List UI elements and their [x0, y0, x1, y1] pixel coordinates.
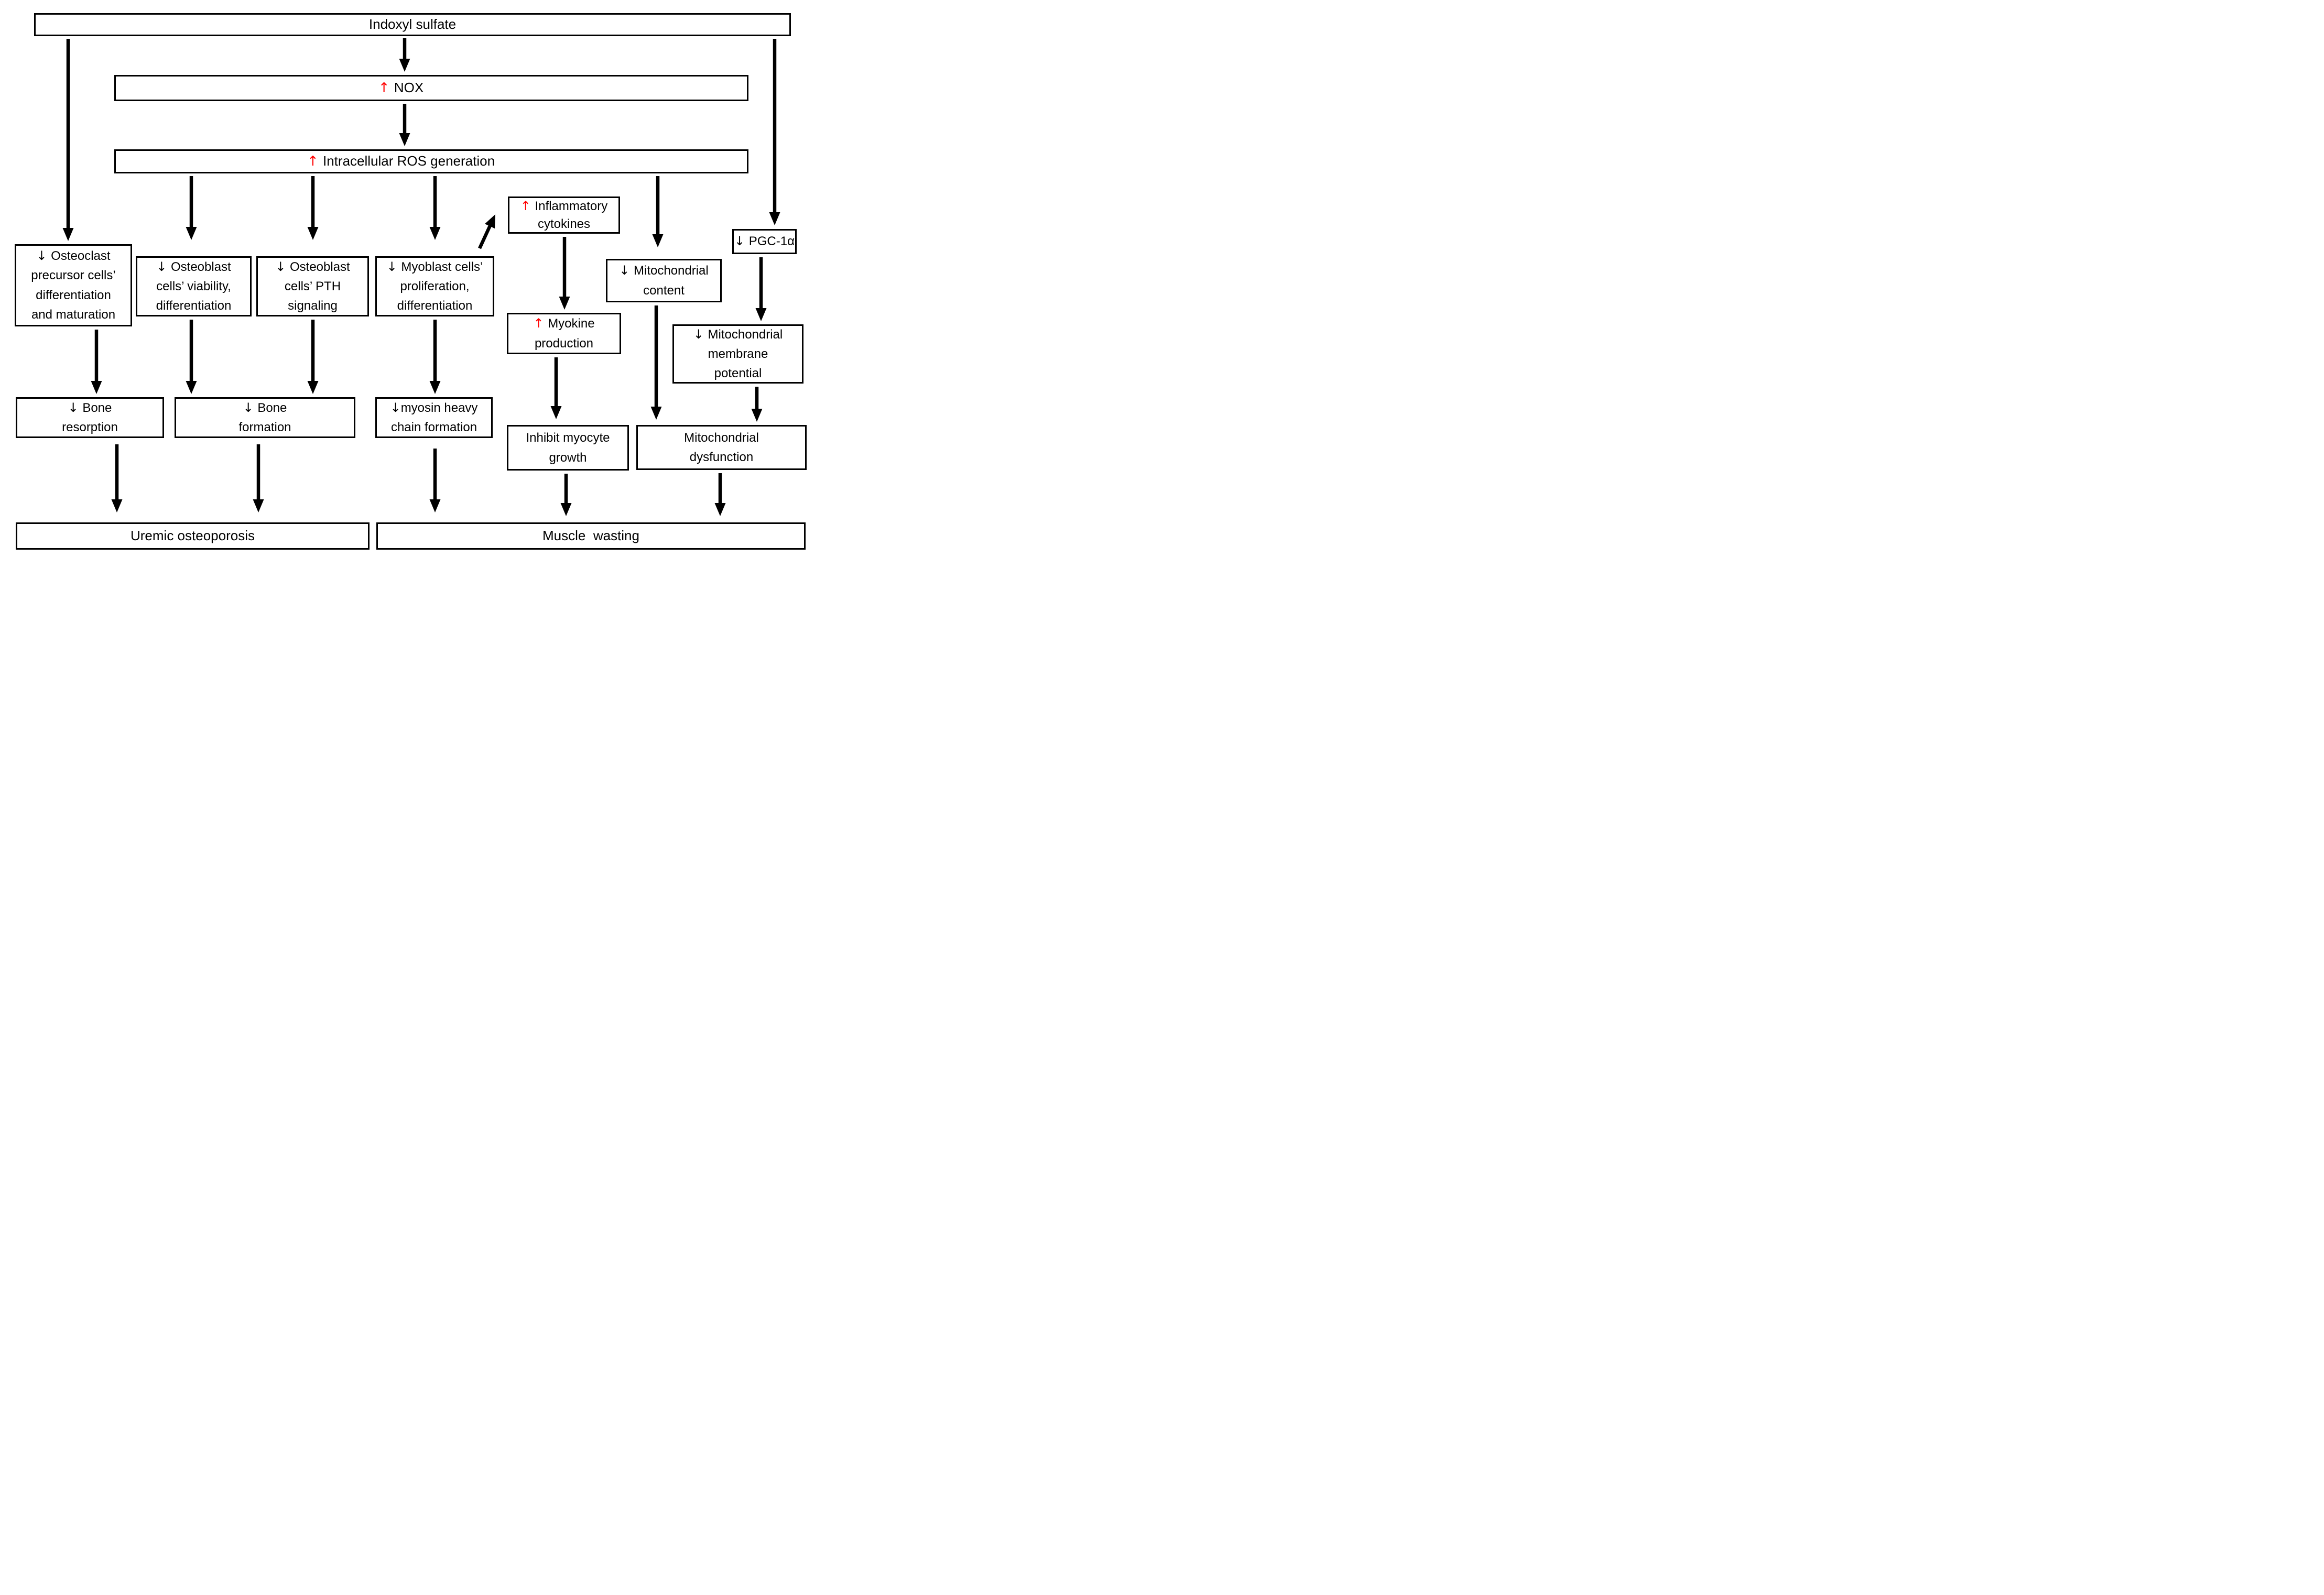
arrow-myokine_production-to-inhibit_myocyte_growth [550, 357, 562, 419]
increase-arrow-icon: ↑ [520, 198, 535, 213]
node-mitochondrial-content: ↓ Mitochondrial content [606, 259, 722, 302]
node-label: Myokine production [534, 316, 595, 351]
pathway-diagram-canvas: Indoxyl sulfate ↑ NOX ↑ Intracellular RO… [0, 0, 810, 556]
node-label: Indoxyl sulfate [368, 16, 457, 32]
node-label: Myoblast cells’ proliferation, different… [397, 259, 483, 313]
arrow-ros-to-myoblast [429, 176, 441, 240]
decrease-arrow-icon: ↓ [619, 263, 634, 278]
arrow-indoxyl_sulfate-to-nox [399, 38, 410, 72]
arrow-mitochondrial_content-to-mitochondrial_dysfunction [650, 305, 662, 420]
node-pgc-1-alpha: ↓ PGC-1α [732, 229, 797, 254]
node-label: Inflammatory cytokines [535, 199, 608, 231]
node-label: Osteoblast cells’ viability, differentia… [156, 259, 232, 313]
decrease-arrow-icon: ↓ [693, 326, 708, 342]
node-osteoclast-precursor: ↓ Osteoclast precursor cells’ differenti… [15, 244, 132, 326]
arrow-nox-to-ros [399, 104, 410, 146]
node-label: Intracellular ROS generation [323, 152, 495, 169]
arrow-indoxyl_sulfate-to-osteoclast [62, 39, 74, 241]
decrease-arrow-icon: ↓ [156, 259, 171, 274]
arrow-mitochondrial_membrane_potential-to-mitochondrial_dysfunction [751, 387, 763, 422]
node-label: Osteoblast cells’ PTH signaling [284, 259, 350, 313]
node-myosin-heavy-chain-formation: ↓myosin heavy chain formation [375, 397, 493, 438]
node-label: Mitochondrial dysfunction [684, 430, 759, 464]
node-osteoblast-pth-signaling: ↓ Osteoblast cells’ PTH signaling [256, 256, 369, 316]
node-uremic-osteoporosis: Uremic osteoporosis [16, 522, 370, 550]
increase-arrow-icon: ↑ [533, 316, 548, 331]
node-inflammatory-cytokines: ↑ Inflammatory cytokines [508, 196, 620, 234]
node-myoblast-proliferation: ↓ Myoblast cells’ proliferation, differe… [375, 256, 494, 316]
node-label: Osteoclast precursor cells’ differentiat… [31, 249, 116, 322]
arrow-osteoclast-to-bone_resorption [91, 330, 102, 394]
decrease-arrow-icon: ↓ [390, 400, 401, 415]
arrow-indoxyl_sulfate-to-pgc1a [769, 39, 780, 225]
node-label: Bone formation [238, 400, 291, 434]
node-bone-resorption: ↓ Bone resorption [16, 397, 164, 438]
node-intracellular-ros-generation: ↑ Intracellular ROS generation [114, 149, 748, 173]
arrow-myoblast-to-myosin_heavy_chain [429, 320, 441, 394]
increase-arrow-icon: ↑ [307, 153, 323, 169]
node-mitochondrial-membrane-potential: ↓ Mitochondrial membrane potential [672, 324, 803, 384]
arrow-myosin_heavy_chain-to-muscle_wasting [429, 449, 441, 512]
node-label: Muscle wasting [542, 527, 639, 543]
node-label: Mitochondrial membrane potential [708, 327, 783, 381]
node-label: Inhibit myocyte growth [526, 431, 610, 465]
node-myokine-production: ↑ Myokine production [507, 313, 621, 354]
node-label: Mitochondrial content [634, 264, 709, 298]
decrease-arrow-icon: ↓ [36, 248, 51, 264]
node-label: Bone resorption [62, 400, 118, 434]
arrow-ros-to-osteoblast_viability [186, 176, 197, 240]
node-indoxyl-sulfate: Indoxyl sulfate [34, 13, 791, 36]
node-bone-formation: ↓ Bone formation [175, 397, 355, 438]
arrow-inhibit_myocyte_growth-to-muscle_wasting [560, 474, 572, 516]
arrow-bone_formation-to-uremic_osteoporosis [253, 444, 264, 512]
decrease-arrow-icon: ↓ [68, 400, 83, 415]
arrow-ros-to-osteoblast_pth [307, 176, 319, 240]
node-label: myosin heavy chain formation [390, 400, 478, 434]
decrease-arrow-icon: ↓ [243, 400, 258, 415]
arrow-mitochondrial_dysfunction-to-muscle_wasting [714, 473, 726, 516]
node-mitochondrial-dysfunction: Mitochondrial dysfunction [636, 425, 807, 470]
increase-arrow-icon: ↑ [378, 80, 394, 96]
arrow-pgc1a-to-mitochondrial_membrane_potential [755, 257, 767, 321]
node-label: Uremic osteoporosis [131, 527, 255, 543]
arrow-osteoblast_viability-to-bone_formation [186, 320, 197, 394]
decrease-arrow-icon: ↓ [386, 259, 401, 274]
node-label: NOX [394, 79, 424, 95]
arrow-osteoblast_pth-to-bone_formation [307, 320, 319, 394]
node-label: PGC-1α [748, 234, 795, 249]
decrease-arrow-icon: ↓ [275, 259, 290, 274]
node-nox: ↑ NOX [114, 75, 748, 101]
node-muscle-wasting: Muscle wasting [376, 522, 806, 550]
arrow-inflammatory_cytokines-to-myokine_production [559, 237, 570, 310]
arrow-bone_resorption-to-uremic_osteoporosis [111, 444, 123, 512]
arrow-ros-to-mitochondrial_content [652, 176, 664, 247]
node-inhibit-myocyte-growth: Inhibit myocyte growth [507, 425, 629, 471]
node-osteoblast-viability: ↓ Osteoblast cells’ viability, different… [136, 256, 252, 316]
decrease-arrow-icon: ↓ [734, 234, 749, 249]
arrow-myoblast-to-inflammatory_cytokines [478, 214, 495, 249]
